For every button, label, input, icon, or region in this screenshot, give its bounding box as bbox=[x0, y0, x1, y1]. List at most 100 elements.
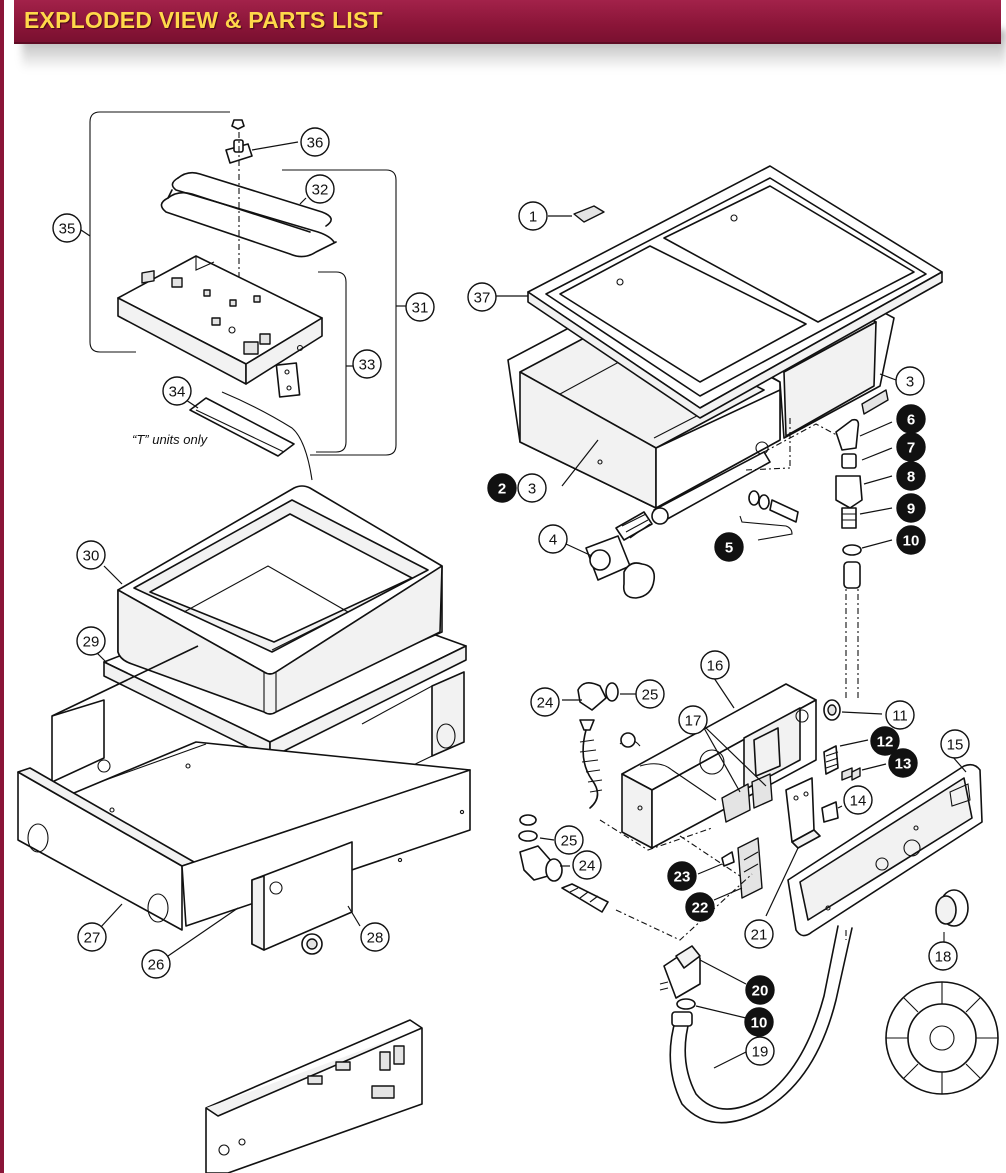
callout-circle bbox=[895, 366, 925, 396]
callout-number: 13 bbox=[895, 756, 912, 773]
t-units-note: “T” units only bbox=[132, 432, 209, 447]
callout-circle bbox=[467, 282, 497, 312]
callout-circle bbox=[896, 432, 926, 462]
callout-circle bbox=[352, 349, 382, 379]
callout-3: 3 bbox=[517, 473, 547, 503]
callout-36: 36 bbox=[300, 127, 330, 157]
valve-handle bbox=[622, 562, 656, 599]
callout-circle bbox=[76, 540, 106, 570]
callout-1: 1 bbox=[518, 201, 548, 231]
callout-circle bbox=[300, 127, 330, 157]
hose-19 bbox=[669, 927, 853, 1124]
screw-23 bbox=[721, 851, 735, 867]
callout-number: 11 bbox=[892, 708, 908, 725]
callout-circle bbox=[870, 726, 900, 756]
callout-circle bbox=[744, 1007, 774, 1037]
callout-circle bbox=[517, 473, 547, 503]
callout-number: 8 bbox=[907, 469, 915, 486]
callout-circle bbox=[635, 679, 665, 709]
callout-number: 1 bbox=[529, 209, 537, 226]
callout-number: 21 bbox=[751, 927, 768, 944]
callout-number: 10 bbox=[751, 1015, 768, 1032]
callout-number: 14 bbox=[850, 793, 867, 810]
callout-number: 17 bbox=[685, 713, 702, 730]
callout-5: 5 bbox=[714, 532, 744, 562]
callout-25: 25 bbox=[554, 825, 584, 855]
callout-circle bbox=[162, 376, 192, 406]
callout-7: 7 bbox=[896, 432, 926, 462]
callout-number: 29 bbox=[83, 634, 100, 651]
callout-number: 19 bbox=[752, 1044, 769, 1061]
callout-number: 36 bbox=[307, 135, 324, 152]
callout-number: 3 bbox=[906, 374, 914, 391]
fill-valve-assembly bbox=[659, 925, 853, 1124]
callout-circle bbox=[685, 892, 715, 922]
callout-number: 7 bbox=[907, 440, 915, 457]
callout-number: 25 bbox=[561, 833, 578, 850]
callout-number: 10 bbox=[903, 533, 920, 550]
callout-14: 14 bbox=[843, 785, 873, 815]
section-header: EXPLODED VIEW & PARTS LIST bbox=[14, 0, 1001, 44]
callout-27: 27 bbox=[77, 922, 107, 952]
heater-assembly: “T” units only bbox=[77, 111, 408, 481]
callout-24: 24 bbox=[572, 850, 602, 880]
callout-circle bbox=[487, 473, 517, 503]
callout-9: 9 bbox=[896, 493, 926, 523]
callout-circle bbox=[888, 748, 918, 778]
callout-12: 12 bbox=[870, 726, 900, 756]
sensor-bracket-34 bbox=[189, 397, 295, 457]
callout-circle bbox=[928, 941, 958, 971]
callout-4: 4 bbox=[538, 524, 568, 554]
callout-circle bbox=[745, 1036, 775, 1066]
callout-number: 30 bbox=[83, 548, 100, 565]
callout-17: 17 bbox=[678, 705, 708, 735]
callout-20: 20 bbox=[745, 975, 775, 1005]
callout-24: 24 bbox=[530, 687, 560, 717]
callout-number: 31 bbox=[412, 300, 429, 317]
callout-circle bbox=[554, 825, 584, 855]
callout-34: 34 bbox=[162, 376, 192, 406]
callout-31: 31 bbox=[405, 292, 435, 322]
callout-8: 8 bbox=[896, 461, 926, 491]
bracket-33 bbox=[316, 271, 347, 453]
callout-circle bbox=[744, 919, 774, 949]
callout-number: 2 bbox=[498, 481, 506, 498]
callout-circle bbox=[940, 729, 970, 759]
callout-circle bbox=[405, 292, 435, 322]
callout-circle bbox=[518, 201, 548, 231]
callout-circle bbox=[896, 525, 926, 555]
callout-circle bbox=[305, 174, 335, 204]
callout-number: 15 bbox=[947, 737, 964, 754]
callout-number: 33 bbox=[359, 357, 376, 374]
callout-37: 37 bbox=[467, 282, 497, 312]
callout-circle bbox=[77, 922, 107, 952]
callout-circle bbox=[360, 922, 390, 952]
plate bbox=[275, 362, 301, 398]
callout-30: 30 bbox=[76, 540, 106, 570]
callout-number: 27 bbox=[84, 930, 101, 947]
callout-circle bbox=[530, 687, 560, 717]
callout-28: 28 bbox=[360, 922, 390, 952]
callout-19: 19 bbox=[745, 1036, 775, 1066]
callout-13: 13 bbox=[888, 748, 918, 778]
callout-circle bbox=[896, 493, 926, 523]
callout-circle bbox=[538, 524, 568, 554]
callout-number: 4 bbox=[549, 532, 557, 549]
callout-circle bbox=[572, 850, 602, 880]
switch-17 bbox=[721, 783, 751, 823]
callout-33: 33 bbox=[352, 349, 382, 379]
callout-number: 25 bbox=[642, 687, 659, 704]
electrical-box bbox=[518, 677, 887, 941]
callout-15: 15 bbox=[940, 729, 970, 759]
callout-22: 22 bbox=[685, 892, 715, 922]
callout-number: 12 bbox=[877, 734, 894, 751]
page-left-rule bbox=[0, 0, 4, 1173]
callout-circle bbox=[52, 213, 82, 243]
callout-circle bbox=[885, 700, 915, 730]
callout-26: 26 bbox=[141, 949, 171, 979]
callout-number: 9 bbox=[907, 501, 915, 518]
callout-circle bbox=[843, 785, 873, 815]
clip-1 bbox=[573, 205, 605, 223]
